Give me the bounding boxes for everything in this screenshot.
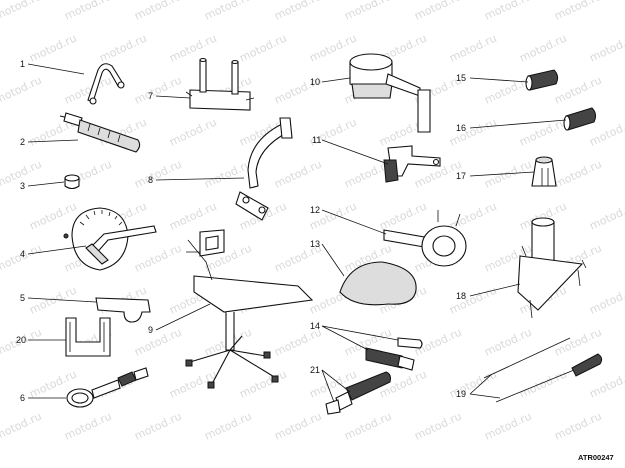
label-14: 14 — [310, 321, 320, 331]
watermark-text: motod.ru — [412, 0, 463, 23]
watermark-text: motod.ru — [202, 410, 253, 443]
label-9: 9 — [148, 325, 153, 335]
watermark-text: motod.ru — [587, 284, 625, 317]
watermark-text: motod.ru — [27, 32, 78, 65]
callout-labels: 1 2 3 4 5 20 6 7 8 9 10 11 12 13 14 21 1… — [16, 59, 466, 403]
watermark-text: motod.ru — [342, 0, 393, 23]
tool-8-curved-arm — [235, 117, 293, 221]
watermark-text: motod.ru — [132, 74, 183, 107]
watermark-text: motod.ru — [202, 0, 253, 23]
tool-7-pin-block — [185, 57, 255, 111]
watermark-text: motod.ru — [237, 32, 288, 65]
watermark-text: motod.ru — [482, 74, 533, 107]
label-19: 19 — [456, 389, 466, 399]
label-1: 1 — [20, 59, 25, 69]
label-3: 3 — [20, 181, 25, 191]
watermark-text: motod.ru — [482, 158, 533, 191]
watermark-text: motod.ru — [167, 32, 218, 65]
label-17: 17 — [456, 171, 466, 181]
tool-16-sleeve — [563, 107, 597, 131]
tool-15-cylinder — [525, 69, 559, 91]
watermark-text: motod.ru — [517, 32, 568, 65]
tool-2-handle-pin — [59, 112, 141, 153]
watermark-text: motod.ru — [552, 74, 603, 107]
label-10: 10 — [310, 77, 320, 87]
watermark-text: motod.ru — [237, 368, 288, 401]
tool-21-punch — [325, 371, 391, 415]
watermark-text: motod.ru — [482, 410, 533, 443]
label-4: 4 — [20, 249, 25, 259]
watermark-text: motod.ru — [482, 0, 533, 23]
watermark-text: motod.ru — [167, 200, 218, 233]
watermark-text: motod.ru — [97, 32, 148, 65]
watermark-text: motod.ru — [377, 200, 428, 233]
tool-20-fork — [65, 317, 111, 357]
watermark-text: motod.ru — [447, 32, 498, 65]
label-12: 12 — [310, 205, 320, 215]
watermark-text: motod.ru — [552, 0, 603, 23]
watermark-text: motod.ru — [0, 74, 44, 107]
watermark-text: motod.ru — [482, 326, 533, 359]
watermark-text: motod.ru — [272, 410, 323, 443]
label-16: 16 — [456, 123, 466, 133]
tool-19-rods — [483, 337, 603, 403]
tool-9-stand — [185, 229, 314, 389]
label-6: 6 — [20, 393, 25, 403]
leader-lines — [27, 63, 567, 403]
watermark-text: motod.ru — [272, 0, 323, 23]
label-7: 7 — [148, 91, 153, 101]
watermark-text: motod.ru — [587, 200, 625, 233]
tool-14-pins — [365, 337, 423, 371]
tool-3-bush — [64, 174, 80, 190]
tool-13-pad — [339, 261, 417, 306]
watermark-text: motod.ru — [412, 410, 463, 443]
watermark-text: motod.ru — [0, 410, 44, 443]
watermark-text: motod.ru — [132, 326, 183, 359]
label-11: 11 — [312, 135, 321, 145]
tool-6-ring-spindle — [66, 367, 149, 408]
watermark-text: motod.ru — [552, 410, 603, 443]
label-21: 21 — [310, 365, 320, 375]
watermark-text: motod.ru — [342, 410, 393, 443]
tool-12-ring-arm — [383, 210, 467, 267]
label-5: 5 — [20, 293, 25, 303]
watermark-text: motod.ru — [272, 158, 323, 191]
watermark-text: motod.ru — [587, 368, 625, 401]
watermark-text: motod.ru — [167, 116, 218, 149]
watermark-text: motod.ru — [587, 32, 625, 65]
watermark-text: motod.ru — [552, 158, 603, 191]
watermark-text: motod.ru — [447, 200, 498, 233]
watermark-text: motod.ru — [62, 0, 113, 23]
drawing-code: ATR00247 — [578, 453, 614, 462]
tool-10-dial-clamp — [349, 53, 431, 133]
label-15: 15 — [456, 73, 466, 83]
tool-1-hook-bracket — [87, 63, 125, 105]
tool-11-bracket-clip — [383, 145, 441, 183]
tool-5-notched-plate — [95, 297, 151, 323]
watermark-text: motod.ru — [62, 410, 113, 443]
watermark-text: motod.ru — [132, 242, 183, 275]
label-20: 20 — [16, 335, 26, 345]
watermark-text: motod.ru — [62, 74, 113, 107]
label-8: 8 — [148, 175, 153, 185]
watermark-text: motod.ru — [132, 158, 183, 191]
watermark-text: motod.ru — [27, 200, 78, 233]
watermark-text: motod.ru — [517, 368, 568, 401]
watermark-text: motod.ru — [132, 410, 183, 443]
label-2: 2 — [20, 137, 25, 147]
watermark-text: motod.ru — [0, 0, 44, 23]
watermark-text: motod.ru — [202, 158, 253, 191]
watermark-text: motod.ru — [132, 0, 183, 23]
tool-4-protractor — [63, 207, 157, 271]
label-18: 18 — [456, 291, 466, 301]
tool-18-tripod-fixture — [517, 217, 587, 319]
label-13: 13 — [310, 239, 320, 249]
tool-17-slotted-cap — [531, 156, 557, 187]
